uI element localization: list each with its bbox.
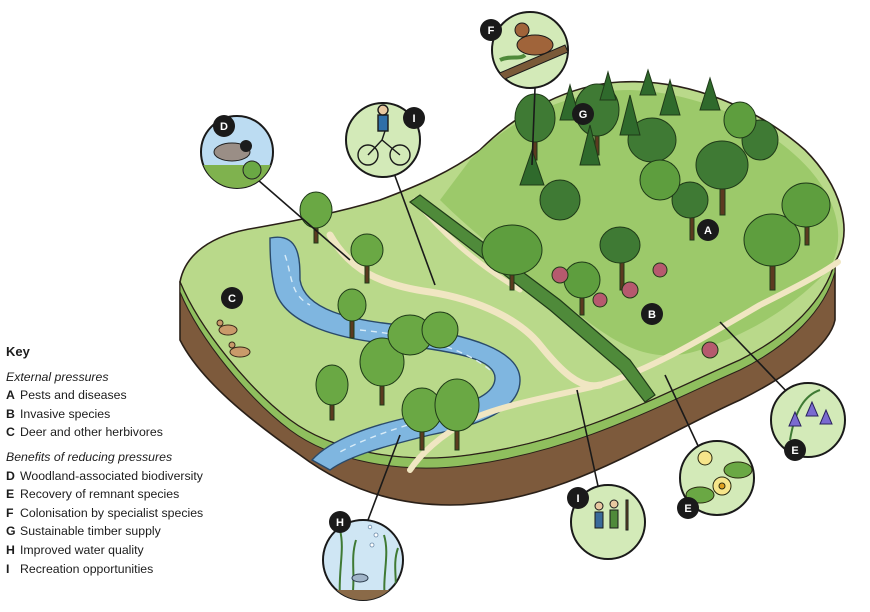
badge-a: A [697, 219, 719, 241]
vignette-d-bird [200, 115, 274, 189]
badge-g: G [572, 103, 594, 125]
badge-i-walkers: I [567, 487, 589, 509]
key-item-letter: B [6, 406, 15, 421]
key-item-text: Deer and other herbivores [20, 425, 163, 440]
vignette-i-walkers [570, 484, 646, 560]
key-item-letter: E [6, 487, 15, 502]
badge-e-bluebells: E [784, 439, 806, 461]
key-item-g: G Sustainable timber supply [6, 522, 246, 541]
key-item-letter: C [6, 425, 15, 440]
leader-lines [257, 87, 791, 521]
svg-text:H: H [336, 517, 344, 529]
vignette-f-marten [491, 11, 569, 89]
key-item-text: Invasive species [20, 406, 111, 421]
svg-text:I: I [412, 113, 415, 125]
key-item-letter: G [6, 524, 16, 539]
benefits-title: Benefits of reducing pressures [6, 449, 173, 464]
svg-text:D: D [220, 121, 228, 133]
key-item-e: E Recovery of remnant species [6, 485, 246, 504]
vignette-i-cyclist [345, 102, 421, 178]
key-item-letter: F [6, 505, 14, 520]
svg-text:G: G [579, 109, 588, 121]
key-item-h: H Improved water quality [6, 541, 246, 560]
riverside-trees [299, 191, 480, 451]
badge-c: C [221, 287, 243, 309]
badge-b: B [641, 303, 663, 325]
key-item-text: Sustainable timber supply [20, 524, 161, 539]
badge-h: H [329, 511, 351, 533]
key-item-i: I Recreation opportunities [6, 560, 246, 579]
key-item-text: Recovery of remnant species [20, 487, 180, 502]
external-pressures-title: External pressures [6, 369, 109, 384]
key-item-f: F Colonisation by specialist species [6, 504, 246, 523]
key-title: Key [6, 344, 30, 359]
svg-text:E: E [684, 503, 691, 515]
key-item-c: C Deer and other herbivores [6, 423, 246, 442]
key-item-text: Colonisation by specialist species [20, 505, 204, 520]
key-item-letter: A [6, 388, 15, 403]
key-item-letter: D [6, 468, 15, 483]
key-item-a: A Pests and diseases [6, 386, 246, 405]
badge-f: F [480, 19, 502, 41]
key-item-text: Improved water quality [20, 542, 144, 557]
woodland-trees [481, 68, 831, 359]
svg-text:C: C [228, 293, 236, 305]
svg-text:I: I [576, 493, 579, 505]
key-item-b: B Invasive species [6, 405, 246, 424]
deer [216, 319, 251, 358]
badge-i-cyclist: I [403, 107, 425, 129]
key-item-text: Woodland-associated biodiversity [20, 468, 203, 483]
badge-e-primrose: E [677, 497, 699, 519]
key-item-text: Recreation opportunities [20, 561, 154, 576]
key-item-d: D Woodland-associated biodiversity [6, 467, 246, 486]
key-legend: Key External pressures A Pests and diseas… [6, 343, 246, 578]
vignette-e-bluebells [770, 382, 846, 458]
vignette-h-underwater [322, 519, 404, 601]
hedgerow [408, 194, 656, 403]
svg-text:F: F [488, 25, 495, 37]
svg-text:B: B [648, 309, 656, 321]
svg-text:A: A [704, 225, 712, 237]
key-item-letter: H [6, 542, 15, 557]
key-item-letter: I [6, 561, 10, 576]
key-item-text: Pests and diseases [20, 388, 127, 403]
svg-text:E: E [791, 445, 798, 457]
badge-d: D [213, 115, 235, 137]
